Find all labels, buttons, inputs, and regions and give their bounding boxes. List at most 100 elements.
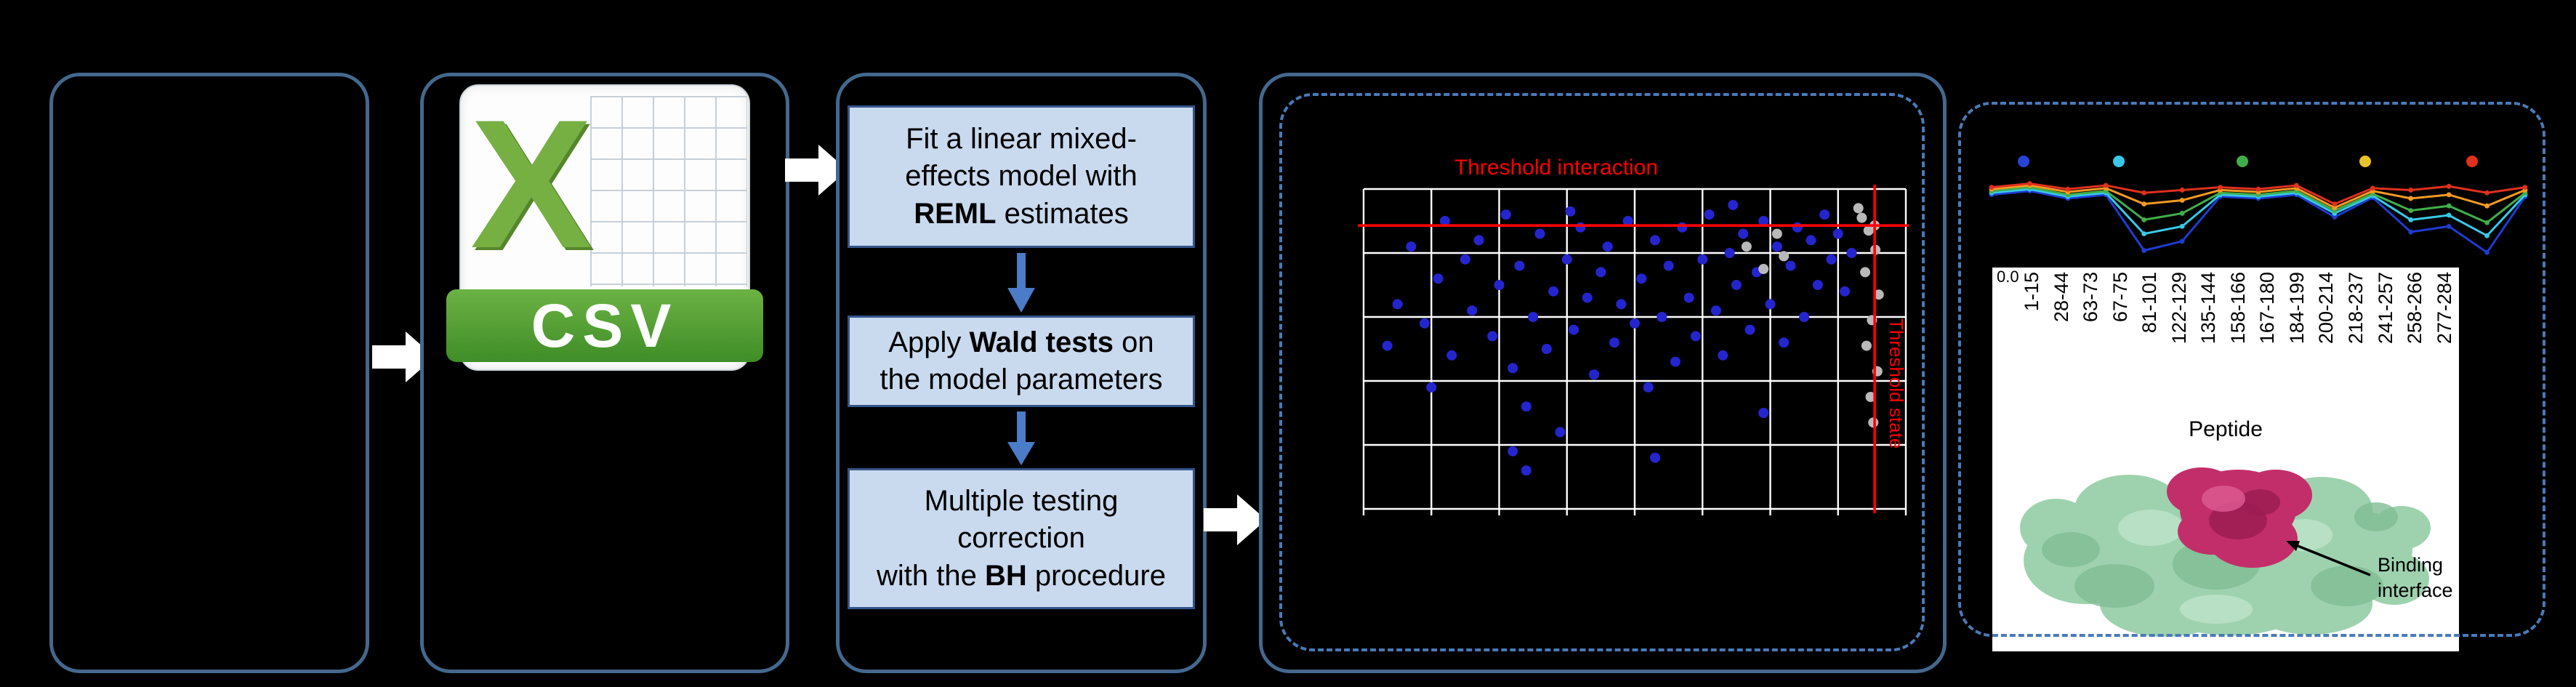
- scatter-point: [1528, 312, 1539, 322]
- scatter-point: [1382, 340, 1393, 351]
- uptake-point: [2408, 196, 2414, 201]
- scatter-point: [1616, 299, 1627, 310]
- scatter-point: [1473, 235, 1484, 246]
- uptake-point: [2179, 223, 2185, 229]
- uptake-point: [2446, 192, 2452, 198]
- scatter-point: [1595, 267, 1606, 278]
- flow-arrow-right-icon: [785, 145, 848, 196]
- scatter-point: [1649, 235, 1660, 246]
- binding-interface-label: Binding interface: [2378, 554, 2453, 602]
- scatter-point: [1758, 264, 1769, 274]
- uptake-point: [2294, 182, 2299, 188]
- scatter-point: [1771, 228, 1782, 239]
- uptake-point: [2408, 208, 2414, 213]
- scatter-point: [1649, 452, 1660, 463]
- scatter-point: [1555, 427, 1566, 438]
- scatter-point: [1799, 312, 1810, 322]
- step-text-line: Multiple testing: [924, 485, 1119, 518]
- uptake-point: [2408, 229, 2414, 235]
- input-data-box: [49, 73, 369, 673]
- scatter-point: [1406, 241, 1417, 252]
- scatter-point: [1657, 312, 1667, 322]
- scatter-point: [1832, 228, 1843, 239]
- scatter-point: [1521, 401, 1531, 412]
- uptake-point: [2484, 233, 2490, 238]
- uptake-point: [2446, 183, 2452, 189]
- csv-file-icon: X CSV: [446, 82, 763, 371]
- scatter-point: [1460, 254, 1470, 265]
- scatter-point: [1758, 216, 1769, 226]
- uptake-point: [2522, 185, 2528, 190]
- scatter-point: [1500, 209, 1511, 220]
- scatter-point: [1731, 280, 1742, 290]
- scatter-point: [1868, 417, 1879, 428]
- uptake-point: [2370, 185, 2375, 191]
- uptake-point: [2141, 190, 2147, 196]
- scatter-point: [1865, 392, 1876, 402]
- spreadsheet-grid: [590, 96, 747, 286]
- scatter-point: [1718, 350, 1728, 361]
- scatter-point: [1806, 235, 1816, 246]
- timepoint-legend-dot: [2113, 156, 2125, 167]
- scatter-point: [1582, 292, 1593, 303]
- peptide-axis-label: Peptide: [2189, 417, 2263, 441]
- scatter-point: [1840, 286, 1851, 297]
- uptake-point: [2408, 217, 2414, 222]
- scatter-point: [1630, 318, 1640, 329]
- protein-structure: [2020, 467, 2431, 637]
- uptake-point: [1989, 185, 1995, 190]
- uptake-point: [2446, 203, 2452, 209]
- scatter-point: [1589, 369, 1600, 380]
- scatter-point: [1765, 299, 1776, 310]
- scatter-threshold-title: Threshold interaction: [1454, 156, 1659, 180]
- uptake-point: [2484, 220, 2490, 225]
- uptake-point: [2141, 201, 2147, 207]
- scatter-point: [1514, 260, 1525, 271]
- scatter-point: [1704, 209, 1715, 220]
- scatter-point: [1534, 228, 1545, 239]
- scatter-point: [1728, 200, 1739, 210]
- scatter-point: [1785, 260, 1796, 271]
- timepoint-legend-dot: [2359, 156, 2371, 167]
- step-text-line: the model parameters: [880, 363, 1163, 395]
- scatter-point: [1860, 267, 1871, 278]
- step-text-line: Apply Wald tests on: [888, 326, 1154, 358]
- step-arrow-down-icon: [1007, 253, 1035, 313]
- scatter-results-box: [1259, 73, 1947, 673]
- flow-arrow-right-icon: [1204, 494, 1266, 545]
- scatter-point: [1561, 254, 1572, 265]
- scatter-point: [1487, 331, 1498, 342]
- uptake-point: [2179, 211, 2185, 216]
- scatter-point: [1744, 324, 1755, 335]
- scatter-point: [1467, 305, 1478, 316]
- scatter-point: [1812, 280, 1823, 290]
- uptake-point: [2484, 203, 2490, 209]
- scatter-point: [1636, 273, 1647, 284]
- uptake-point: [2446, 212, 2452, 218]
- scatter-point: [1569, 324, 1579, 335]
- scatter-point: [1643, 382, 1654, 393]
- uptake-point: [2218, 185, 2223, 190]
- step-arrow-down-icon: [1007, 411, 1035, 465]
- uptake-point: [2141, 217, 2147, 222]
- uptake-point: [2332, 205, 2338, 211]
- flow-arrow-right-icon: [372, 332, 435, 382]
- scatter-point: [1771, 241, 1782, 252]
- scatter-plot: [1358, 185, 1909, 515]
- step-box-reml-fit: Fit a linear mixed- effects model with R…: [848, 105, 1195, 248]
- scatter-point: [1690, 331, 1701, 342]
- visualization-dashed-frame: [1958, 102, 2545, 637]
- scatter-point: [1622, 216, 1633, 226]
- uptake-point: [2027, 181, 2032, 186]
- scatter-point: [1565, 206, 1576, 217]
- uptake-point: [2408, 188, 2414, 193]
- scatter-results-dashed-frame: [1279, 93, 1925, 651]
- scatter-point: [1433, 273, 1444, 284]
- scatter-point: [1521, 465, 1531, 476]
- scatter-point: [1861, 340, 1872, 351]
- binding-interface-magenta: [2167, 467, 2312, 568]
- uptake-point: [2179, 188, 2185, 193]
- y-axis-tick-label: 0.0: [1997, 268, 2019, 286]
- scatter-point: [1419, 318, 1430, 329]
- excel-x-letter: X: [470, 82, 593, 286]
